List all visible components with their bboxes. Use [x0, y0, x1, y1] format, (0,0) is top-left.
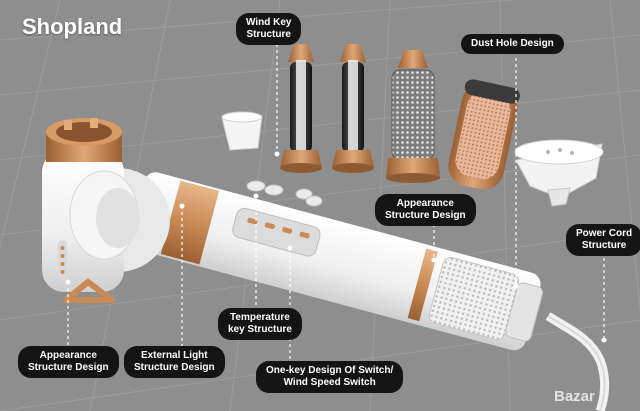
label-appearance-structure-top: Appearance Structure Design [375, 194, 476, 226]
handle [129, 172, 544, 351]
label-line: Temperature [230, 312, 290, 323]
label-appearance-structure-bottom: Appearance Structure Design [18, 346, 119, 378]
curling-barrel-2 [332, 44, 374, 173]
button-2 [264, 222, 275, 230]
label-line: Structure [581, 240, 627, 251]
curling-barrel-1 [280, 44, 322, 173]
label-temperature-key-structure: Temperature key Structure [218, 308, 302, 340]
button-3 [282, 227, 293, 234]
label-line: Dust Hole Design [471, 38, 554, 49]
label-line: Appearance [396, 198, 454, 209]
leader-lines [67, 44, 605, 362]
loose-buttons [246, 180, 323, 207]
label-line: One-key Design Of Switch/ [266, 365, 394, 376]
label-wind-key-structure: Wind Key Structure [236, 13, 302, 45]
label-line: key Structure [228, 324, 292, 335]
button-1 [247, 217, 258, 225]
label-line: Structure [246, 29, 291, 40]
label-line: Structure Design [385, 210, 466, 221]
label-dust-hole-design: Dust Hole Design [461, 34, 564, 54]
brand-logo: Shopland [22, 14, 123, 39]
label-external-light-structure: External Light Structure Design [124, 346, 225, 378]
small-cap [221, 111, 263, 151]
label-power-cord-structure: Power Cord Structure [566, 224, 640, 256]
label-one-key-switch: One-key Design Of Switch/ Wind Speed Swi… [256, 361, 404, 393]
leader-dots [65, 151, 607, 343]
watermark-logo: Bazar [554, 388, 595, 405]
button-4 [299, 231, 310, 239]
paddle-brush [448, 79, 520, 190]
label-line: Structure Design [28, 362, 109, 373]
label-line: Power Cord [576, 228, 633, 239]
label-line: Wind Speed Switch [283, 377, 376, 388]
label-line: Wind Key [246, 17, 292, 28]
dryer-head [42, 118, 170, 303]
label-line: Structure Design [134, 362, 215, 373]
label-line: External Light [140, 350, 208, 361]
diffuser [514, 139, 604, 207]
round-brush [386, 50, 440, 183]
label-line: Appearance [39, 350, 97, 361]
